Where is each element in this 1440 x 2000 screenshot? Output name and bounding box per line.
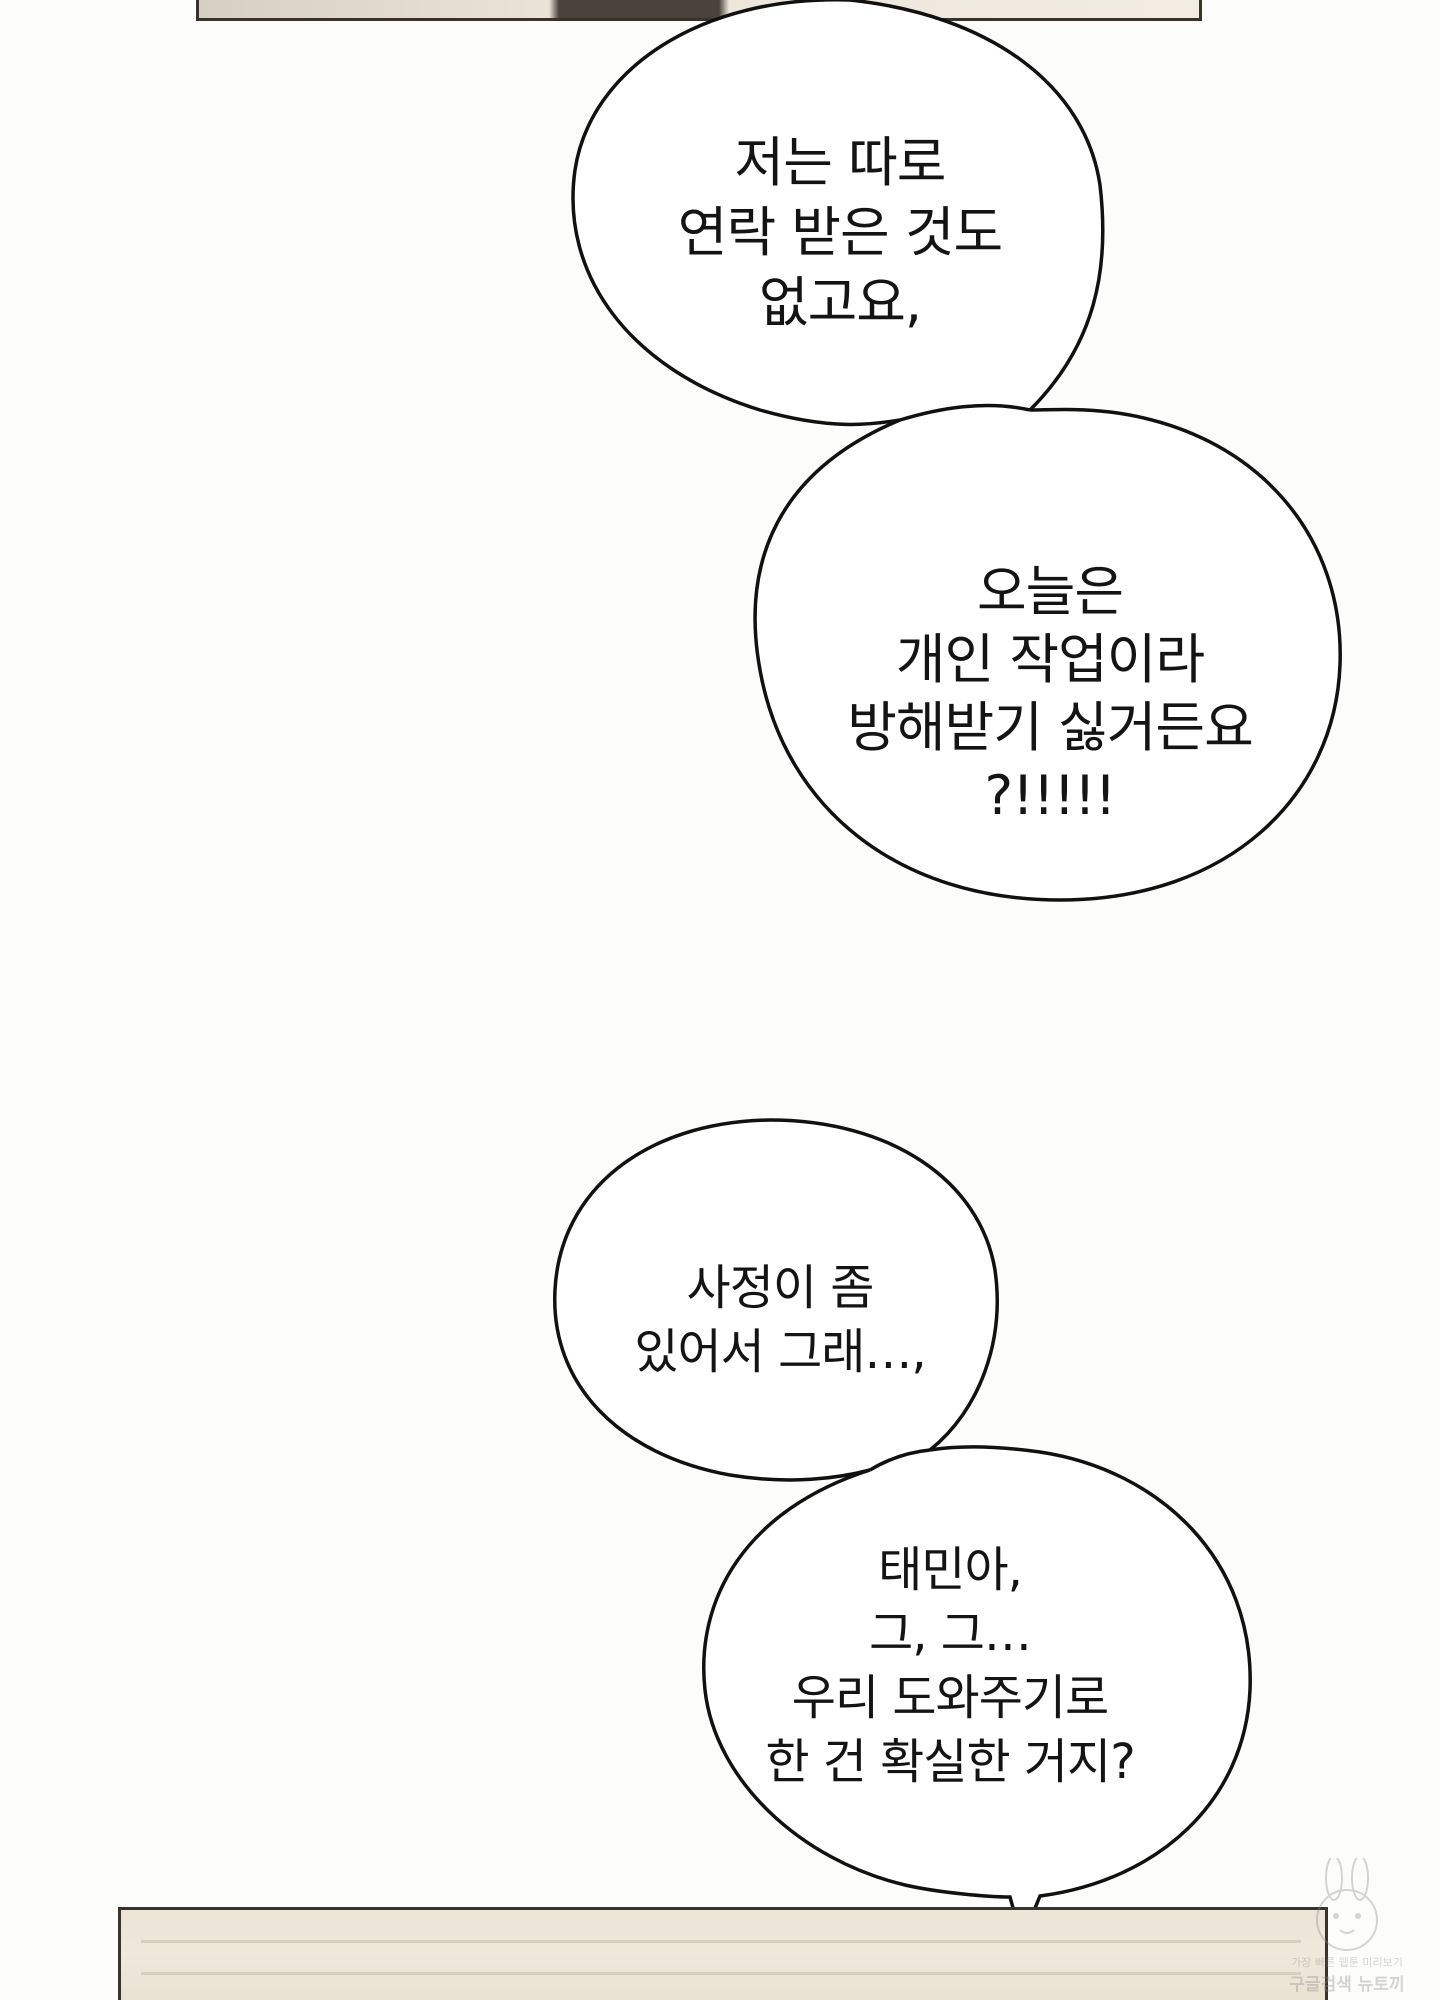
bubble-1-text: 저는 따로 연락 받은 것도 없고요, — [620, 128, 1060, 338]
bubble-2-line-2: 개인 작업이라 — [895, 628, 1205, 691]
bubble-4-line-1: 태민아, — [878, 1542, 1023, 1598]
bubble-2-line-1: 오늘은 — [976, 560, 1124, 623]
bubble-4-line-2: 그, 그… — [869, 1606, 1032, 1662]
watermark-small-text: 가장 빠른 웹툰 미리보기 — [1291, 1956, 1403, 1969]
speech-bubble-1 — [571, 0, 1105, 427]
bubble-4-line-3: 우리 도와주기로 — [791, 1670, 1109, 1726]
bubble-4-text: 태민아, 그, 그… 우리 도와주기로 한 건 확실한 거지? — [720, 1538, 1180, 1794]
watermark-big-text: 구글검색 뉴토끼 — [1289, 1975, 1405, 1995]
speech-bubble-4 — [702, 1445, 1252, 1946]
bubble-3-line-2: 있어서 그래…, — [634, 1324, 926, 1380]
watermark: 가장 빠른 웹툰 미리보기 구글검색 뉴토끼 — [1262, 1855, 1432, 1998]
bubble-1-line-2: 연락 받은 것도 — [677, 201, 1003, 264]
bubble-1-line-3: 없고요, — [758, 271, 922, 334]
bubble-1-line-1: 저는 따로 — [734, 131, 947, 194]
speech-bubble-3 — [553, 1118, 999, 1482]
top-panel-edge — [196, 0, 1202, 21]
bubble-3-text: 사정이 좀 있어서 그래…, — [580, 1256, 980, 1384]
bubble-2-line-3: 방해받기 싫거든요 — [847, 696, 1254, 759]
bubble-2-line-4: ?!!!!! — [984, 764, 1117, 827]
bunny-logo-icon — [1316, 1855, 1378, 1951]
bubble-3-line-1: 사정이 좀 — [686, 1260, 875, 1316]
bubble-2-text: 오늘은 개인 작업이라 방해받기 싫거든요 ?!!!!! — [800, 558, 1300, 830]
bubble-4-line-4: 한 건 확실한 거지? — [765, 1734, 1135, 1790]
speech-bubble-2 — [753, 407, 1342, 902]
bottom-panel-edge — [118, 1907, 1328, 2000]
